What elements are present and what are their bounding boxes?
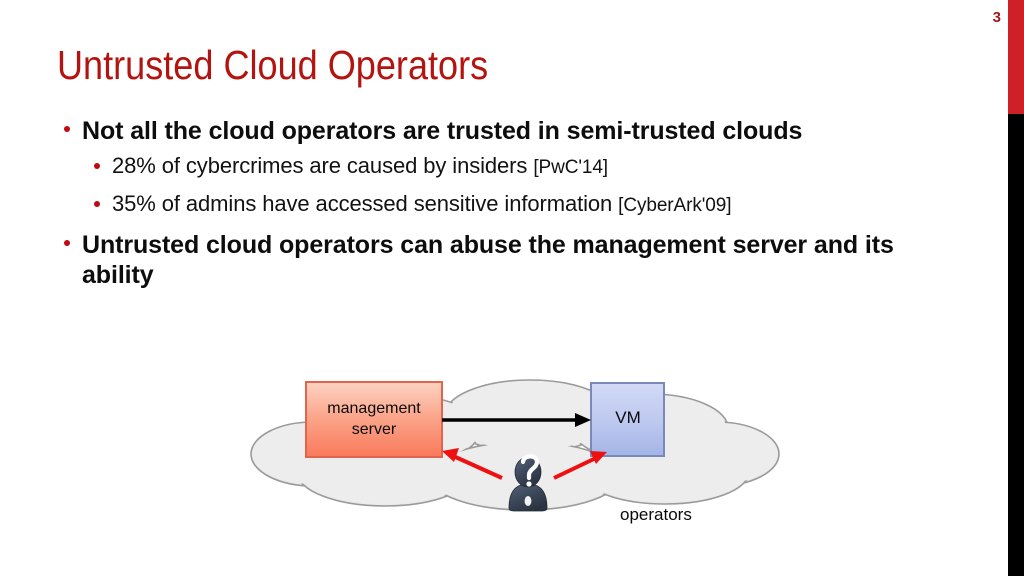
bullet-text: Not all the cloud operators are trusted … <box>82 117 803 145</box>
bullet-dot-icon <box>64 126 70 132</box>
management-server-box[interactable] <box>305 381 443 458</box>
bullet-list: Not all the cloud operators are trusted … <box>56 116 956 292</box>
bullet-text: Untrusted cloud operators can abuse the … <box>82 231 894 289</box>
bullet-citation: [CyberArk'09] <box>618 195 732 216</box>
operators-unknown-user-icon <box>508 454 548 512</box>
bullet-text: 28% of cybercrimes are caused by insider… <box>112 153 534 178</box>
edge-accent-bar <box>1008 0 1024 576</box>
vm-box[interactable] <box>590 382 665 457</box>
bullet-item-2: 28% of cybercrimes are caused by insider… <box>56 148 956 186</box>
diagram-canvas <box>250 379 780 512</box>
bullet-item-4: Untrusted cloud operators can abuse the … <box>56 230 956 290</box>
bullet-citation: [PwC'14] <box>533 157 608 178</box>
bullet-text: 35% of admins have accessed sensitive in… <box>112 191 619 216</box>
bullet-dot-icon <box>64 240 70 246</box>
bullet-item-1: Not all the cloud operators are trusted … <box>56 116 956 146</box>
slide-title: Untrusted Cloud Operators <box>57 42 489 88</box>
bullet-dot-icon <box>94 163 100 169</box>
cloud-architecture-diagram: management server VM operators <box>225 368 785 543</box>
management-to-vm-arrow <box>442 413 591 427</box>
edge-accent-bar-black <box>1008 114 1024 576</box>
operators-to-management-arrow <box>442 448 503 480</box>
bullet-dot-icon <box>94 201 100 207</box>
page-number: 3 <box>992 9 1001 26</box>
edge-accent-bar-red <box>1008 0 1024 114</box>
bullet-item-3: 35% of admins have accessed sensitive in… <box>56 186 956 224</box>
operators-to-vm-arrow <box>553 451 607 480</box>
